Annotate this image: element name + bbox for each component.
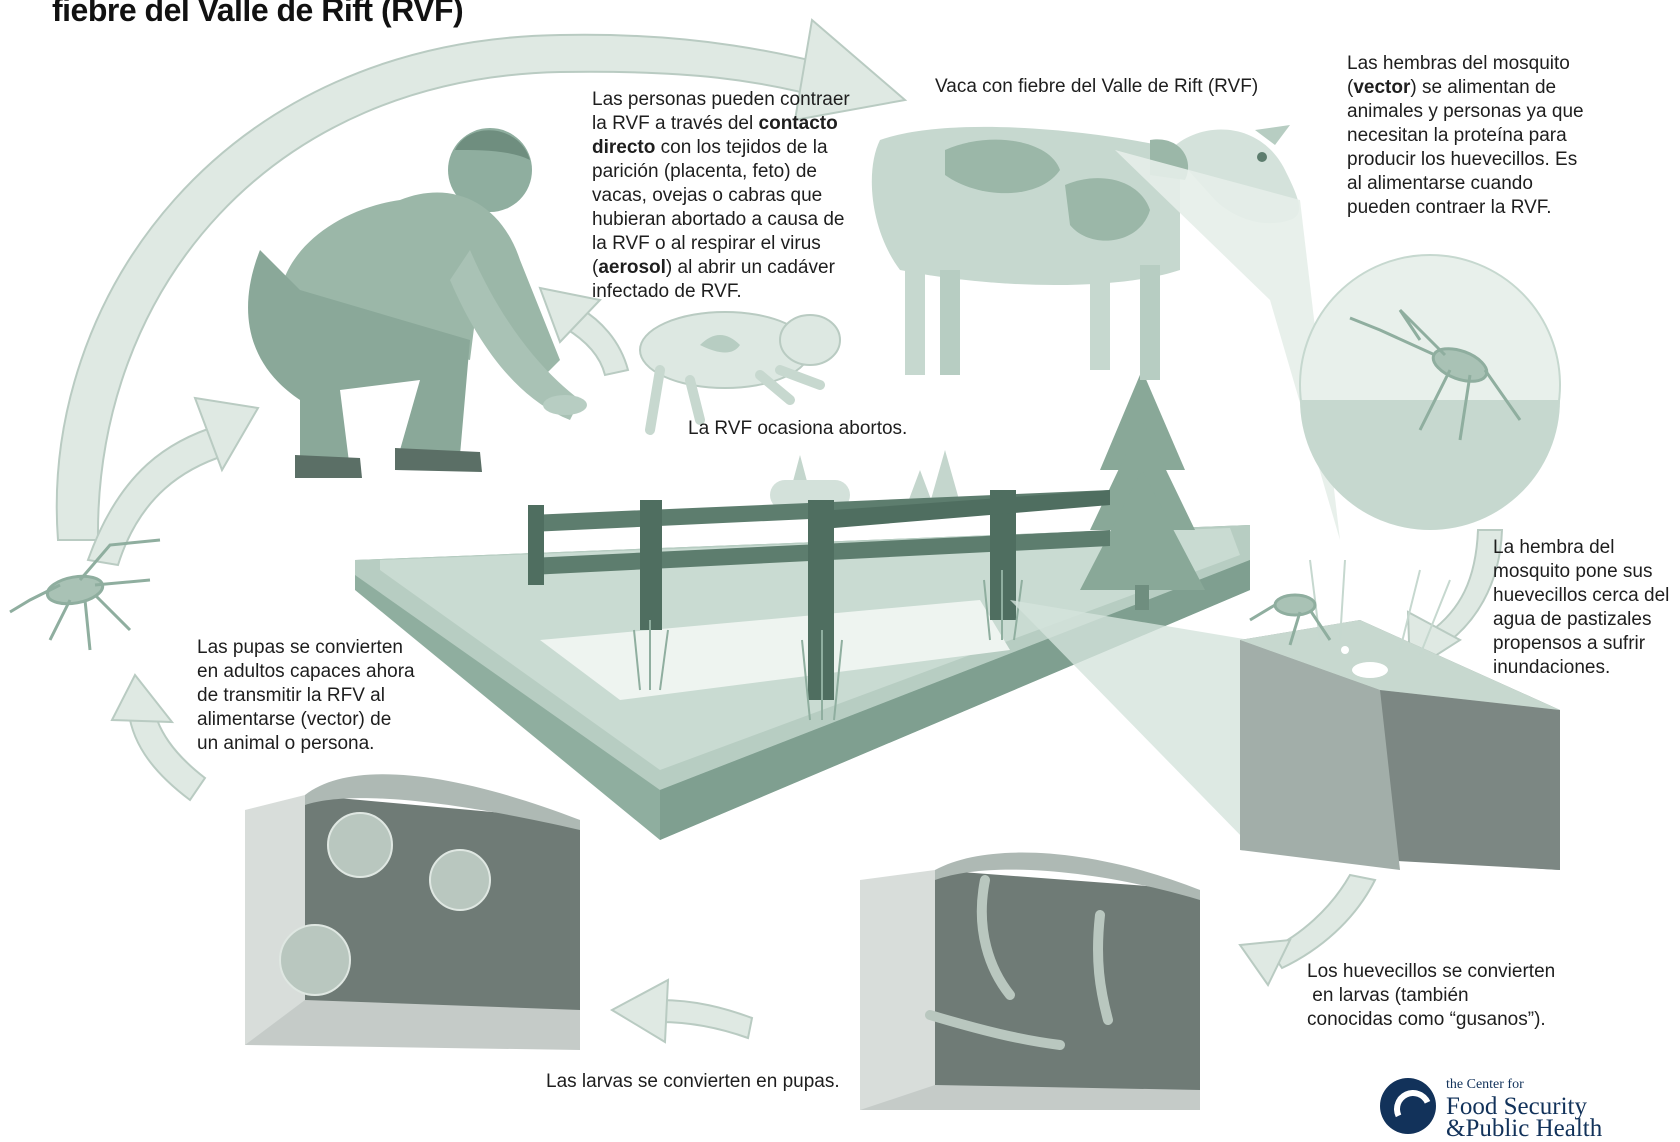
eggs-laying-text: La hembra del mosquito pone sus huevecil… <box>1493 536 1669 680</box>
arrow-larvae-to-pupae <box>612 980 752 1042</box>
larvae-water-block <box>860 853 1200 1110</box>
vector-line-1: Las hembras del mosquito <box>1347 52 1584 76</box>
vector-line-2: (vector) se alimentan de <box>1347 76 1584 100</box>
vector-line-7: pueden contraer la RVF. <box>1347 196 1584 220</box>
pine-tree <box>1080 370 1205 610</box>
zoom-beam-eggs <box>1010 600 1250 840</box>
people-line-2: la RVF a través del contacto <box>592 112 850 136</box>
people-line-1: Las personas pueden contraer <box>592 88 850 112</box>
vector-line-6: al alimentarse cuando <box>1347 172 1584 196</box>
people-line-9: infectado de RVF. <box>592 280 850 304</box>
people-bold-directo: directo <box>592 137 655 158</box>
larvae-line-3: conocidas como “gusanos”). <box>1307 1008 1555 1032</box>
people-bold-contacto: contacto <box>759 113 838 134</box>
logo-mark-icon <box>1380 1078 1436 1134</box>
pupae-to-adults-text: Las pupas se convierten en adultos capac… <box>197 636 415 756</box>
pupae-line-1: Las pupas se convierten <box>197 636 415 660</box>
people-line-5: vacas, ovejas o cabras que <box>592 184 850 208</box>
people-line-4: parición (placenta, feto) de <box>592 160 850 184</box>
page-title: fiebre del Valle de Rift (RVF) <box>52 0 463 29</box>
person-illustration <box>248 128 587 478</box>
vector-feeding-text: Las hembras del mosquito (vector) se ali… <box>1347 52 1584 220</box>
eggs-line-2: mosquito pone sus <box>1493 560 1669 584</box>
cfsph-logo: the Center for Food Security &Public Hea… <box>1378 1072 1608 1135</box>
pupae-line-3: de transmitir la RFV al <box>197 684 415 708</box>
people-line-3: directo con los tejidos de la <box>592 136 850 160</box>
larvae-to-pupae-label: Las larvas se convierten en pupas. <box>546 1070 840 1094</box>
eggs-line-4: agua de pastizales <box>1493 608 1669 632</box>
people-line-2-text: la RVF a través del <box>592 113 759 134</box>
people-line-3-text: con los tejidos de la <box>655 137 827 158</box>
cow-label: Vaca con fiebre del Valle de Rift (RVF) <box>935 75 1258 99</box>
people-line-8: (aerosol) al abrir un cadáver <box>592 256 850 280</box>
eggs-line-6: inundaciones. <box>1493 656 1669 680</box>
logo-line-3: &Public Health <box>1446 1118 1602 1140</box>
eggs-line-1: La hembra del <box>1493 536 1669 560</box>
logo-text: the Center for Food Security &Public Hea… <box>1446 1074 1602 1140</box>
vector-line-5: producir los huevecillos. Es <box>1347 148 1584 172</box>
arrow-pupae-to-mosquito <box>112 675 205 800</box>
people-transmission-text: Las personas pueden contraer la RVF a tr… <box>592 88 850 304</box>
eggs-line-3: huevecillos cerca del <box>1493 584 1669 608</box>
vector-line-3: animales y personas ya que <box>1347 100 1584 124</box>
people-bold-aerosol: aerosol <box>598 257 666 278</box>
vector-line-4: necesitan la proteína para <box>1347 124 1584 148</box>
mosquito-magnified-circle <box>1300 255 1560 530</box>
aborted-lamb-illustration <box>640 312 840 430</box>
abortion-label: La RVF ocasiona abortos. <box>688 417 907 441</box>
pupae-line-5: un animal o persona. <box>197 732 415 756</box>
eggs-line-5: propensos a sufrir <box>1493 632 1669 656</box>
vector-bold: vector <box>1353 77 1410 98</box>
cycle-arrow-left-up <box>88 398 258 565</box>
pupae-line-2: en adultos capaces ahora <box>197 660 415 684</box>
larvae-line-2: en larvas (también <box>1307 984 1555 1008</box>
eggs-to-larvae-text: Los huevecillos se convierten en larvas … <box>1307 960 1555 1032</box>
vector-line-2-text: ) se alimentan de <box>1410 77 1556 98</box>
people-line-6: hubieran abortado a causa de <box>592 208 850 232</box>
adult-mosquito-icon <box>10 540 160 650</box>
pupae-line-4: alimentarse (vector) de <box>197 708 415 732</box>
people-line-7: la RVF o al respirar el virus <box>592 232 850 256</box>
larvae-line-1: Los huevecillos se convierten <box>1307 960 1555 984</box>
people-line-8-text: ) al abrir un cadáver <box>666 257 835 278</box>
pupae-water-block <box>245 774 580 1050</box>
